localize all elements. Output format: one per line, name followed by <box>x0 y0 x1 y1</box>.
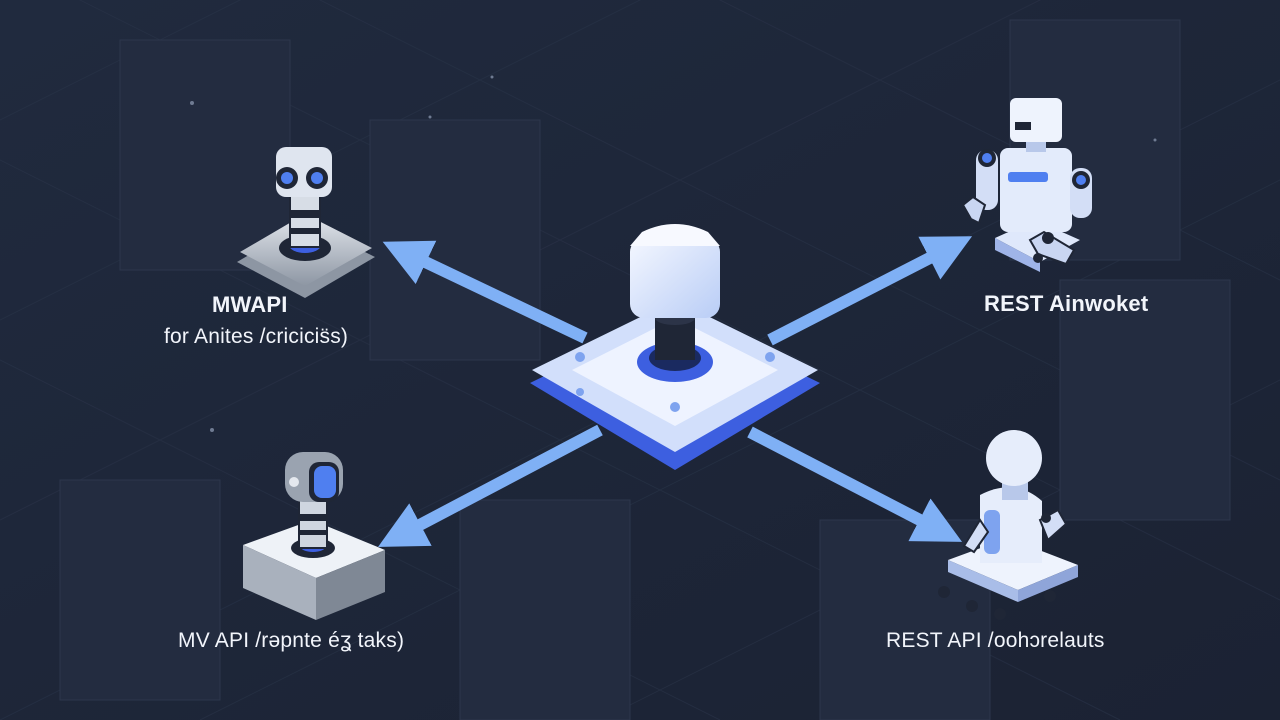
label-bottom-right: REST API /oohɔrelauts <box>886 629 1105 652</box>
robot-sensor-bottom-left-icon <box>243 452 385 620</box>
label-top-left-subtitle: for Anites /cricicis̈s) <box>164 325 349 348</box>
label-bottom-left: MV API /rəpnte éʓ taks) <box>178 629 405 652</box>
arrow-to-bottom-left <box>378 424 603 547</box>
humanoid-robot-top-right-icon <box>961 98 1092 272</box>
arrow-to-bottom-right <box>747 426 963 542</box>
wheeled-robot-bottom-right-icon <box>938 430 1078 620</box>
arrow-to-top-right <box>767 236 973 346</box>
central-hub-icon <box>530 224 820 470</box>
sparkle-dots <box>190 75 1157 432</box>
label-top-left-title: MWAPI <box>212 292 288 317</box>
label-top-right: REST Ainwoket <box>984 291 1149 316</box>
arrow-to-top-left <box>382 240 588 344</box>
robot-sensor-top-left-icon <box>237 147 375 298</box>
connection-arrows <box>378 236 973 547</box>
